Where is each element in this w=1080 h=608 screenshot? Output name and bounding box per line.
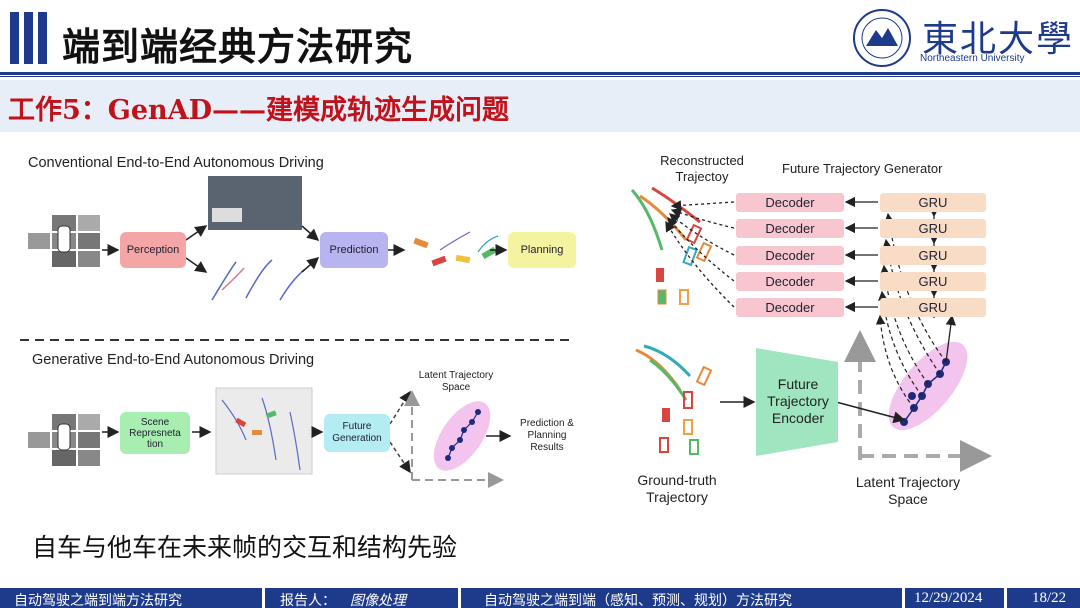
header-bar-decor (38, 12, 47, 64)
university-seal-icon (853, 9, 911, 67)
future-generation-box: Future Generation (324, 414, 390, 452)
header-divider (0, 76, 1080, 77)
footer-date: 12/29/2024 (914, 590, 983, 606)
latent-space-label-right: Latent Trajectory Space (855, 474, 961, 507)
conventional-title: Conventional End-to-End Autonomous Drivi… (28, 155, 324, 171)
decoder-box: Decoder (736, 298, 844, 317)
gru-box: GRU (880, 219, 986, 238)
decoder-box: Decoder (736, 272, 844, 291)
prediction-vehicles (413, 231, 499, 267)
gru-box: GRU (880, 193, 986, 212)
header-bar-decor (10, 12, 19, 64)
scene-representation-box: Scene Represneta tion (120, 412, 190, 454)
reconstructed-trajectory-label: Reconstructed Trajectoy (660, 153, 744, 184)
generative-title: Generative End-to-End Autonomous Driving (32, 352, 315, 368)
generator-title: Future Trajectory Generator (782, 161, 943, 176)
decoder-box: Decoder (736, 193, 844, 212)
footer-reporter-name: 图像处理 (350, 593, 406, 608)
header-bar-decor (24, 12, 33, 64)
slide-subtitle: 工作5：GenAD——建模成轨迹生成问题 (8, 95, 510, 126)
camera-grid-image-2 (28, 414, 100, 466)
decoder-box: Decoder (736, 219, 844, 238)
gru-box: GRU (880, 298, 986, 317)
encoder-label: Future Trajectory Encoder (767, 376, 829, 426)
reconstructed-trajectory-image (630, 186, 713, 305)
decoder-box: Decoder (736, 246, 844, 265)
footer-bar: 自动驾驶之端到端方法研究 报告人： 图像处理 自动驾驶之端到端（感知、预测、规划… (0, 588, 1080, 608)
gru-box: GRU (880, 246, 986, 265)
perception-box: Perception (120, 232, 186, 268)
footer-center-title: 自动驾驶之端到端（感知、预测、规划）方法研究 (484, 593, 792, 608)
ground-truth-trajectory-image (635, 344, 713, 455)
university-name-cn: 東北大學 (922, 19, 1075, 60)
footer-reporter-label: 报告人： (280, 593, 336, 608)
camera-grid-image (28, 215, 100, 267)
ground-truth-label: Ground-truth Trajectory (637, 472, 717, 505)
latent-space-label: Latent Trajectory Space (418, 370, 494, 393)
university-name-en: Northeastern University (920, 53, 1025, 64)
prediction-box: Prediction (320, 232, 388, 268)
footer-page-number: 18/22 (1032, 590, 1067, 606)
encoder-shape (756, 348, 838, 456)
planning-box: Planning (508, 232, 576, 268)
gru-box: GRU (880, 272, 986, 291)
scene-map (215, 387, 313, 475)
footer-left-title: 自动驾驶之端到端方法研究 (14, 593, 182, 608)
slide-title: 端到端经典方法研究 (62, 25, 414, 69)
subtitle-band (0, 80, 1080, 132)
conclusion-text: 自车与他车在未来帧的交互和结构先验 (32, 533, 458, 562)
prediction-planning-results: Prediction & Planning Results (520, 418, 574, 453)
header-divider (0, 72, 1080, 75)
